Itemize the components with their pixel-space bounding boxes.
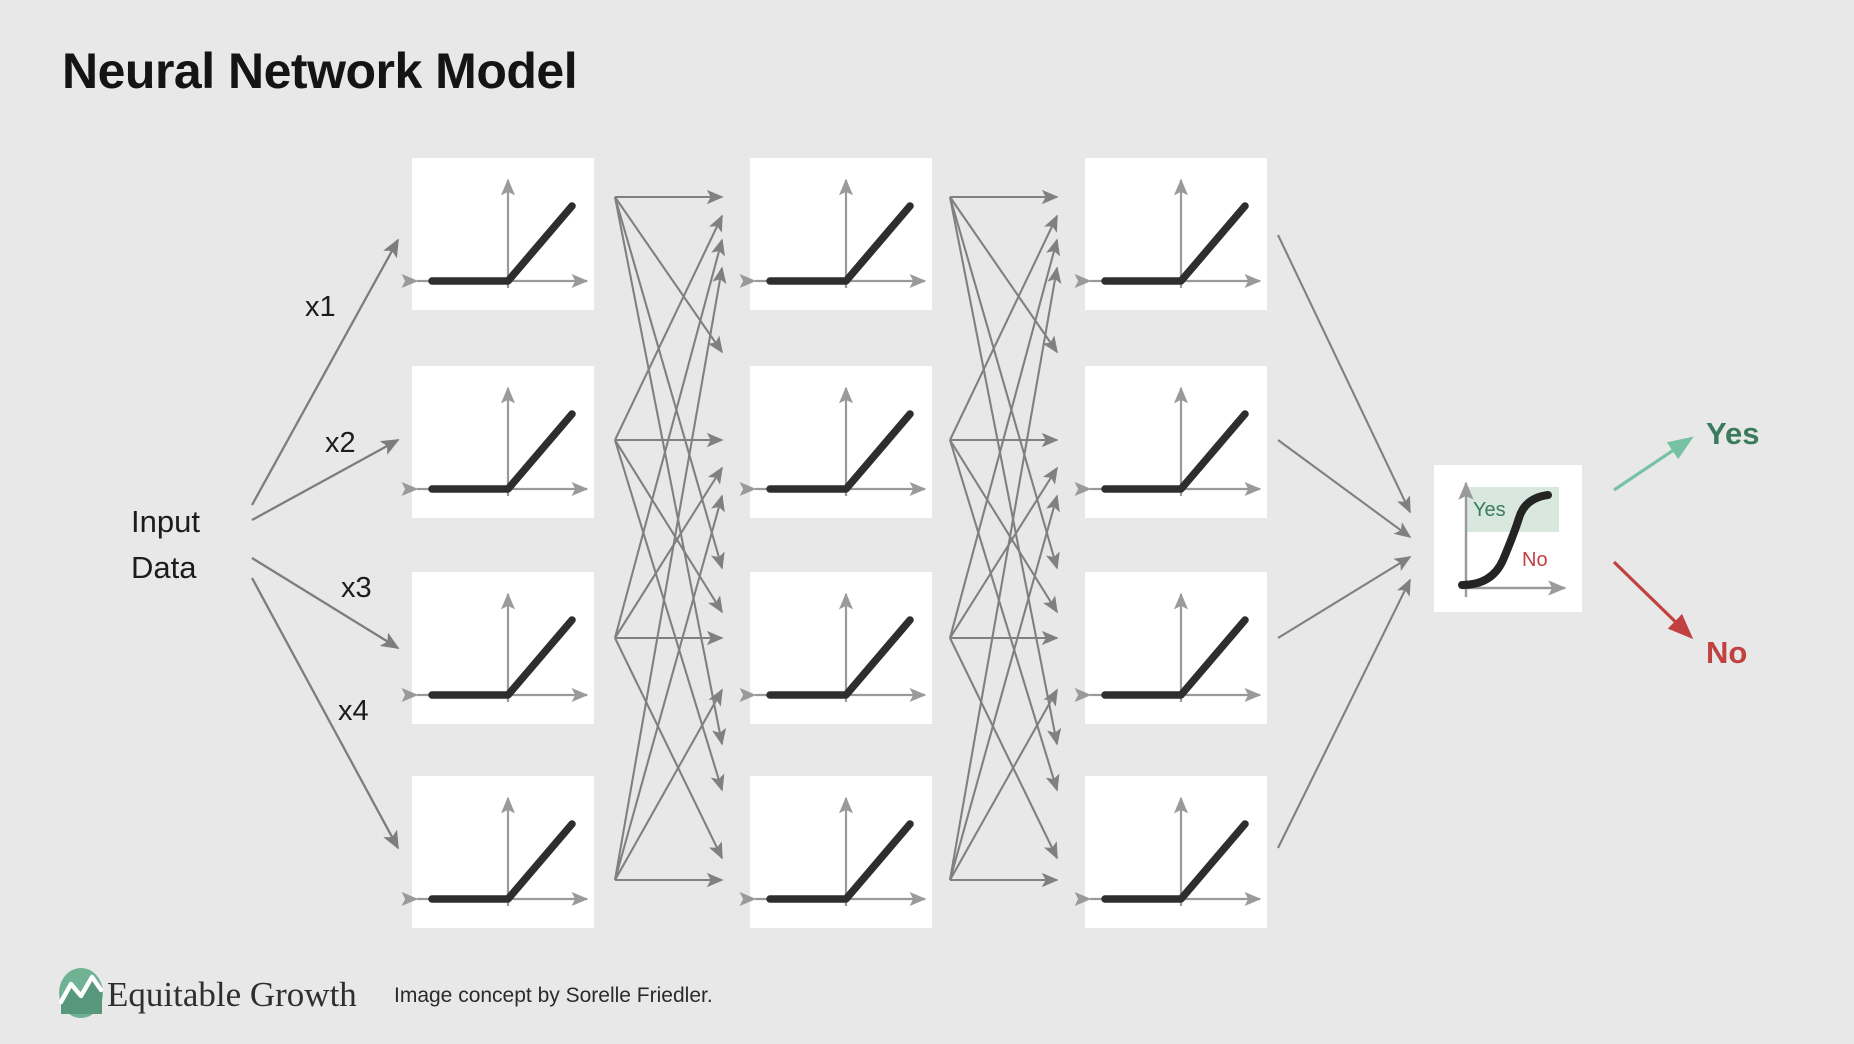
relu-curve — [1101, 820, 1249, 903]
relu-node[interactable] — [401, 366, 594, 518]
relu-curve — [1101, 202, 1249, 285]
connection-arrow — [613, 439, 725, 792]
relu-curve — [1101, 616, 1249, 699]
connection-arrow — [949, 688, 1058, 881]
output-label-yes: Yes — [1706, 416, 1759, 451]
connection-arrow — [948, 439, 1060, 792]
relu-curve — [428, 410, 576, 493]
relu-curve — [428, 202, 576, 285]
relu-node[interactable] — [1074, 776, 1267, 928]
input-fanout-arrows — [250, 238, 400, 850]
connection-arrow — [948, 196, 1062, 746]
input-arrow-x3 — [251, 557, 400, 649]
connection-arrow — [614, 214, 723, 441]
relu-curve — [766, 202, 914, 285]
image-credit-caption: Image concept by Sorelle Friedler. — [394, 984, 713, 1007]
input-label-line2: Data — [131, 550, 197, 585]
relu-node[interactable] — [1074, 572, 1267, 724]
relu-node[interactable] — [1074, 366, 1267, 518]
weight-label-x4: x4 — [338, 695, 369, 727]
relu-node[interactable] — [739, 776, 932, 928]
weight-label-x1: x1 — [305, 291, 336, 323]
relu-node[interactable] — [401, 776, 594, 928]
connection-arrow — [614, 637, 723, 860]
logo-wordmark: Equitable Growth — [107, 975, 357, 1014]
input-label-line1: Input — [131, 504, 200, 539]
connection-arrow — [613, 196, 725, 570]
connection-arrow — [614, 439, 723, 614]
connection-arrow — [614, 196, 723, 354]
hidden-layer-3 — [1074, 158, 1267, 928]
connections-layer1-to-layer2 — [613, 189, 727, 888]
relu-curve — [766, 410, 914, 493]
input-arrow-x4 — [250, 577, 400, 850]
relu-curve — [766, 820, 914, 903]
weight-label-x2: x2 — [325, 427, 356, 459]
connection-arrow — [614, 466, 723, 639]
connection-arrow — [613, 494, 725, 881]
relu-node[interactable] — [739, 158, 932, 310]
connections-layer2-to-layer3 — [948, 189, 1062, 888]
sigmoid-curve — [1458, 491, 1552, 589]
connection-arrow — [948, 494, 1060, 881]
connection-arrow — [613, 196, 727, 746]
relu-node[interactable] — [401, 158, 594, 310]
sigmoid-no-label: No — [1522, 549, 1548, 571]
connection-arrow — [613, 238, 725, 639]
connection-arrow — [614, 688, 723, 881]
input-arrow-x1 — [250, 238, 400, 506]
logo-zigzag-icon — [58, 974, 104, 1005]
sigmoid-yes-label: Yes — [1473, 499, 1506, 521]
connection-arrow — [948, 266, 1062, 881]
connection-arrow — [949, 466, 1058, 639]
relu-curve — [428, 820, 576, 903]
relu-node[interactable] — [739, 572, 932, 724]
relu-curve — [1101, 410, 1249, 493]
relu-node[interactable] — [1074, 158, 1267, 310]
connection-arrow — [949, 196, 1058, 354]
logo-mountain-icon — [61, 978, 102, 1014]
hidden-layer-2 — [739, 158, 932, 928]
weight-label-x3: x3 — [341, 572, 372, 604]
output-connection-arrow — [1277, 556, 1412, 639]
output-label-no: No — [1706, 635, 1747, 670]
output-connection-arrow — [1277, 234, 1411, 514]
connection-arrow — [949, 439, 1058, 614]
sigmoid-output-node[interactable]: Yes No — [1434, 465, 1582, 612]
connection-arrow — [948, 196, 1060, 570]
relu-node[interactable] — [739, 366, 932, 518]
output-connection-arrow — [1277, 578, 1411, 849]
page-title: Neural Network Model — [62, 43, 577, 99]
yes-output-arrow — [1613, 436, 1694, 492]
hidden-layer-1 — [401, 158, 594, 928]
input-arrow-x2 — [251, 438, 400, 522]
relu-node[interactable] — [401, 572, 594, 724]
connection-arrow — [948, 238, 1060, 639]
connection-arrow — [949, 214, 1058, 441]
relu-curve — [428, 616, 576, 699]
output-connection-arrow — [1277, 439, 1412, 538]
connection-arrow — [613, 266, 727, 881]
connection-arrow — [949, 637, 1058, 860]
connections-to-output — [1277, 234, 1412, 849]
relu-curve — [766, 616, 914, 699]
no-output-arrow — [1612, 560, 1694, 640]
equitable-growth-logo: Equitable Growth — [58, 968, 357, 1018]
